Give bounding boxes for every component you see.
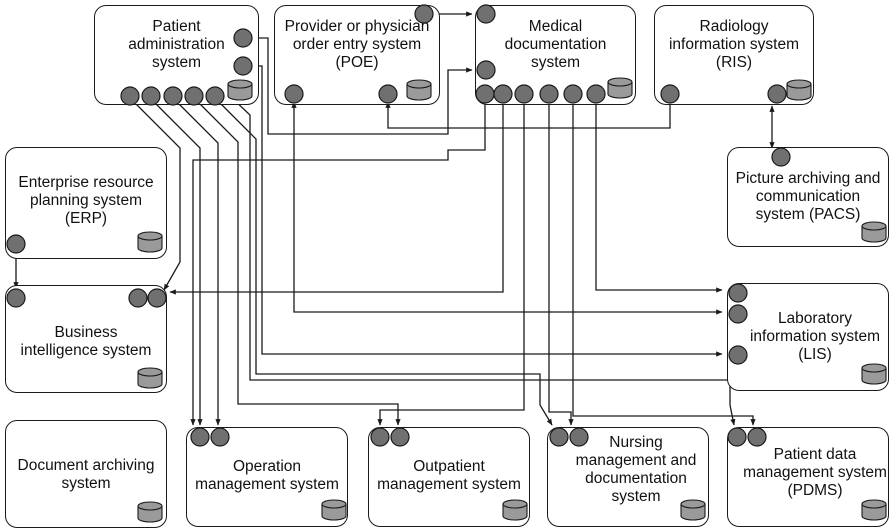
laboratory-information-system[interactable]: Laboratory information system (LIS) (727, 283, 889, 391)
medical-documentation-system[interactable]: Medical documentation system (475, 5, 636, 105)
poe-label: Provider or physician order entry system… (284, 18, 430, 71)
pdms-label: Patient data management system (PDMS) (743, 446, 887, 499)
poe-system[interactable]: Provider or physician order entry system… (274, 5, 440, 105)
document-archiving-label: Document archiving system (17, 457, 155, 492)
patient-administration-label: Patient administration system (128, 18, 225, 71)
patient-administration-system[interactable]: Patient administration system (94, 5, 259, 105)
erp-label: Enterprise resource planning system (ERP… (18, 174, 154, 227)
operation-management-label: Operation management system (195, 458, 339, 493)
radiology-information-system[interactable]: Radiology information system (RIS) (654, 5, 814, 105)
document-archiving-system[interactable]: Document archiving system (5, 420, 167, 528)
patient-data-management-system[interactable]: Patient data management system (PDMS) (727, 427, 889, 527)
medical-documentation-label: Medical documentation system (504, 18, 607, 71)
nursing-management-label: Nursing management and documentation sys… (575, 434, 697, 505)
pacs-system[interactable]: Picture archiving and communication syst… (727, 147, 889, 247)
pacs-label: Picture archiving and communication syst… (735, 170, 881, 223)
erp-system[interactable]: Enterprise resource planning system (ERP… (5, 147, 167, 259)
nursing-management-system[interactable]: Nursing management and documentation sys… (547, 427, 709, 527)
outpatient-management-label: Outpatient management system (377, 458, 521, 493)
bi-label: Business intelligence system (20, 324, 152, 359)
operation-management-system[interactable]: Operation management system (186, 427, 348, 527)
business-intelligence-system[interactable]: Business intelligence system (5, 285, 167, 393)
lis-label: Laboratory information system (LIS) (749, 310, 881, 363)
ris-label: Radiology information system (RIS) (668, 18, 800, 71)
outpatient-management-system[interactable]: Outpatient management system (368, 427, 530, 527)
